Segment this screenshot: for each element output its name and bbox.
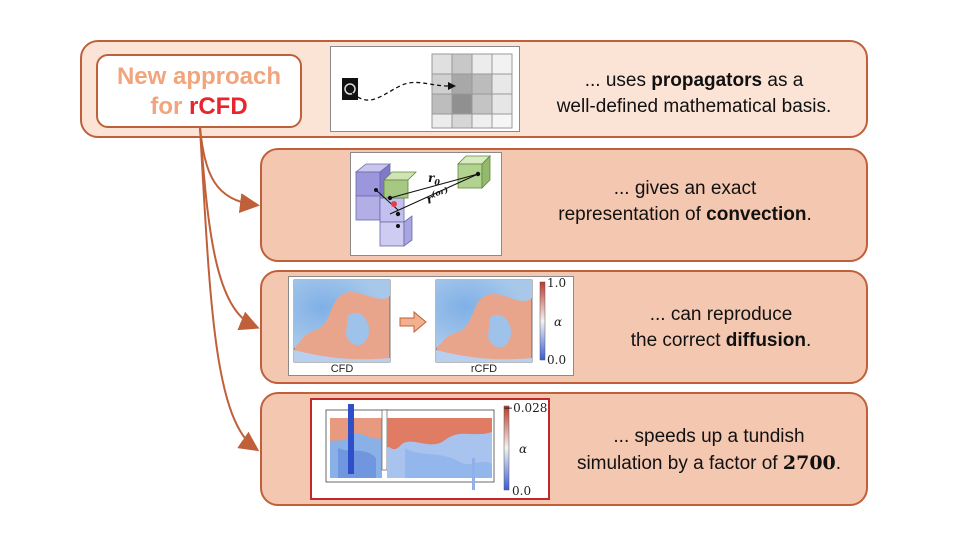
tundish-text: ... speeds up a tundish simulation by a … xyxy=(576,426,842,474)
rcfd-caption: rCFD xyxy=(470,363,498,375)
title-line2: for rCFD xyxy=(150,93,248,120)
diffusion-cb-max: 1.0 xyxy=(547,276,567,290)
propagator-text: ... uses propagators as a well-defined m… xyxy=(556,70,832,117)
tundish-cb-max: −0.028 xyxy=(503,401,548,415)
comparison-arrow xyxy=(399,310,427,334)
propagator-graphic xyxy=(342,53,513,129)
diffusion-text: ... can reproduce the correct diffusion. xyxy=(630,304,812,351)
diffusion-keyword: diffusion xyxy=(725,330,806,351)
convection-keyword: convection xyxy=(706,204,807,225)
arrow-to-tundish xyxy=(199,127,260,452)
cfd-caption: CFD xyxy=(330,363,354,375)
title-box: New approach for rCFD xyxy=(96,54,302,128)
title-highlight: rCFD xyxy=(189,93,248,120)
diffusion-cb-min: 0.0 xyxy=(547,353,567,367)
title-line1: New approach xyxy=(116,63,282,90)
convection-text: ... gives an exact representation of con… xyxy=(558,178,812,225)
arrow-to-diffusion xyxy=(199,127,260,331)
tundish-cb-min: 0.0 xyxy=(512,484,532,498)
tundish-graphic xyxy=(325,404,510,491)
tundish-cb-label: α xyxy=(519,442,528,456)
tundish-colorbar xyxy=(503,405,510,491)
arrow-to-convection xyxy=(199,127,260,213)
speedup-factor: 2700 xyxy=(782,452,836,474)
diffusion-colorbar xyxy=(539,281,546,361)
convection-graphic: r0 r(or) xyxy=(354,155,491,247)
r0-label: r0 xyxy=(428,171,440,187)
propagators-keyword: propagators xyxy=(651,70,763,91)
diffusion-graphic xyxy=(293,279,546,363)
diffusion-cb-label: α xyxy=(554,315,563,329)
